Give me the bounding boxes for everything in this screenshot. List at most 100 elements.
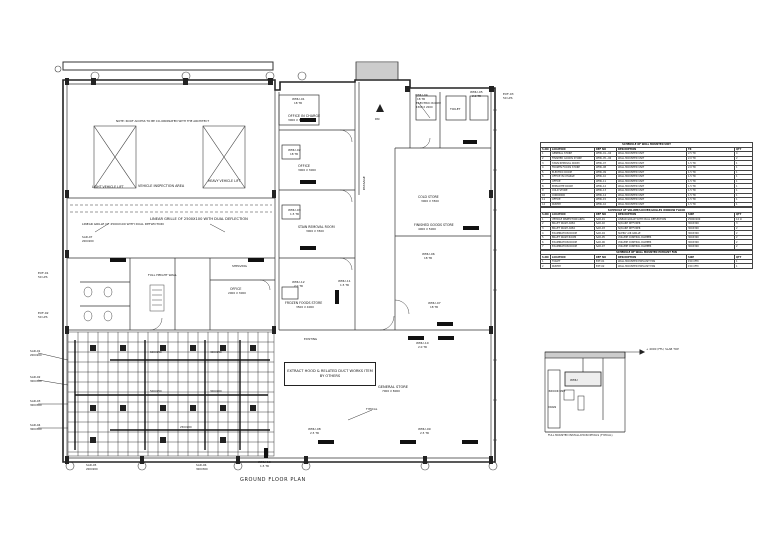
label-stain-area: 3000 X 3500: [306, 229, 324, 233]
door-swings: [149, 129, 431, 331]
grille-size: 300X300: [196, 467, 208, 471]
window-openings: [493, 109, 497, 441]
grille-size: 300X300: [30, 403, 42, 407]
ac-size: 2.5 TR: [310, 431, 319, 435]
ac-tag: WMU-06: [422, 252, 435, 256]
vehicle-lift-left: [93, 125, 137, 189]
table-cell: SAD-07: [594, 244, 617, 250]
table-cell: PANTRY: [550, 201, 595, 208]
ceiling-duct-grid: [67, 331, 275, 457]
label-full-wall: FULL HEIGHT WALL: [148, 273, 177, 277]
duct-works-note: EXTRACT HOOD & RELATED DUCT WORKS ITEM B…: [284, 362, 376, 386]
exhaust-size: 50 LPS: [38, 315, 48, 319]
label-heavy-lift: HEAVY VEHICLE LIFT: [208, 179, 241, 183]
office-partitions: [278, 94, 489, 300]
grille-size: 200X200: [86, 467, 98, 471]
typical-note: TYPICAL: [365, 407, 378, 411]
ac-size: 18 TR: [417, 97, 425, 101]
detail-level-note: + 4000 (FFL) SLAB TOP: [646, 347, 679, 351]
detail-unit-label: WMU: [570, 378, 578, 382]
table-cell: PANTRY: [550, 263, 595, 269]
label-general-area: 7000 X 8000: [382, 389, 400, 393]
duct-size: 400X250: [210, 350, 222, 354]
label-frozen-area: 3500 X 4000: [296, 305, 314, 309]
diffusers: [90, 345, 256, 443]
label-general-store: GENERAL STORE: [378, 385, 409, 389]
label-finished-area: 4000 X 5000: [418, 227, 436, 231]
ac-tag: WMU-09: [418, 427, 431, 431]
label-office-in-charge: OFFICE IN CHARGE: [288, 114, 320, 118]
exhaust-tag: EXF-03: [503, 92, 514, 96]
table-cell: 12: [540, 201, 551, 208]
table-cell: 1.5 TR: [686, 201, 735, 208]
installation-detail: [544, 349, 646, 433]
table-cell: 7: [540, 244, 551, 250]
supply-duct-dashed: [70, 204, 272, 213]
label-finished-goods: FINISHED GOODS STORE: [414, 223, 454, 227]
duct-size: 250X200: [180, 425, 192, 429]
exhaust-tag: EXF-01: [38, 271, 49, 275]
label-dn: DN: [375, 117, 380, 121]
label-office2-area: 3000 X 3000: [298, 168, 316, 172]
grille-tag: SAD-04: [30, 423, 41, 427]
grille-tag: SAD-03: [30, 399, 41, 403]
label-louver-1: LINEAR GRILLE OF 2500X100 WITH DUAL DEFL…: [150, 217, 248, 221]
detail-caption: FULL MOUNTED INSTALLATION DETAILS (TYPIC…: [548, 434, 613, 437]
ac-tag: WMU-04: [415, 93, 428, 97]
ac-tag: WMU-10: [416, 341, 429, 345]
structural-columns: [65, 78, 494, 464]
duct-size: 300X200: [210, 389, 222, 393]
ac-size: 18 TR: [290, 152, 298, 156]
table-cell: 1: [733, 263, 754, 269]
ac-size: 18 TR: [294, 101, 302, 105]
label-shelving: SHELVING: [232, 264, 248, 268]
ac-tag: WMU-07: [428, 301, 441, 305]
label-electric-room: ELECTRIC ROOM: [416, 101, 441, 105]
ac-size: 2.0 TR: [418, 345, 427, 349]
stair-treads: [356, 63, 398, 79]
grille-tag: SAD-06: [196, 463, 207, 467]
table-cell: EXF-02: [594, 263, 617, 269]
roof-parapet: [62, 61, 274, 71]
table-cell: WALL MOUNTED UNIT: [616, 201, 687, 208]
duct-size: 500X250: [150, 389, 162, 393]
label-office: OFFICE: [298, 164, 310, 168]
grille-tag: SAD-07: [82, 235, 93, 239]
arrow-dn-icon: [376, 104, 384, 112]
ac-size: 18 TR: [430, 305, 438, 309]
exhaust-tag: EXF-02: [38, 311, 49, 315]
grid-bubbles: [54, 65, 498, 471]
ac-tag: WMU-02: [288, 148, 301, 152]
stair-flight: [355, 61, 399, 81]
ac-tag: WMU-01: [292, 97, 305, 101]
ac-size: 2.0 TR: [472, 94, 481, 98]
label-toilet: TOILET: [449, 107, 461, 111]
label-electric-area: 1500 X 2000: [416, 105, 433, 109]
ac-size: 18 TR: [424, 256, 432, 260]
inner-walls: [66, 80, 492, 459]
label-light-lift: LIGHT VEHICLE LIFT: [92, 185, 124, 189]
existing-note: EXISTING: [304, 337, 317, 341]
label-frozen-store: FROZEN FOODS STORE: [285, 301, 322, 305]
ac-tag: WMU-08: [308, 427, 321, 431]
label-roof-note: NOTE: ROOF ACCESS TO BE CO-ORDINATED WIT…: [116, 119, 209, 123]
grille-size: 300X300: [30, 379, 42, 383]
table-cell: VOLUME CONTROL DAMPER: [616, 244, 687, 250]
ac-size: 2.5 TR: [420, 431, 429, 435]
detail-unit-label: INDOOR UNIT: [548, 389, 566, 393]
label-office3-area: 2000 X 3000: [228, 291, 246, 295]
exhaust-schedule: SCHEDULE OF WALL MOUNTED EXHAUST FAN S.N…: [539, 249, 754, 269]
plan-title: GROUND FLOOR PLAN: [240, 477, 306, 483]
main-ducts: [74, 340, 270, 450]
label-office3: OFFICE: [230, 287, 241, 291]
table-cell: 300X300: [686, 244, 735, 250]
detail-unit-label: DRAIN: [548, 405, 556, 409]
table-cell: WALL MOUNTED EXHAUST FAN: [616, 263, 687, 269]
table-cell: EXAMINATION ROOM: [550, 244, 595, 250]
label-louver-2: LINEAR GRILLE OF 2500X100 WITH DUAL DEFL…: [82, 222, 164, 226]
ac-size: 1.5 TR: [260, 464, 269, 468]
